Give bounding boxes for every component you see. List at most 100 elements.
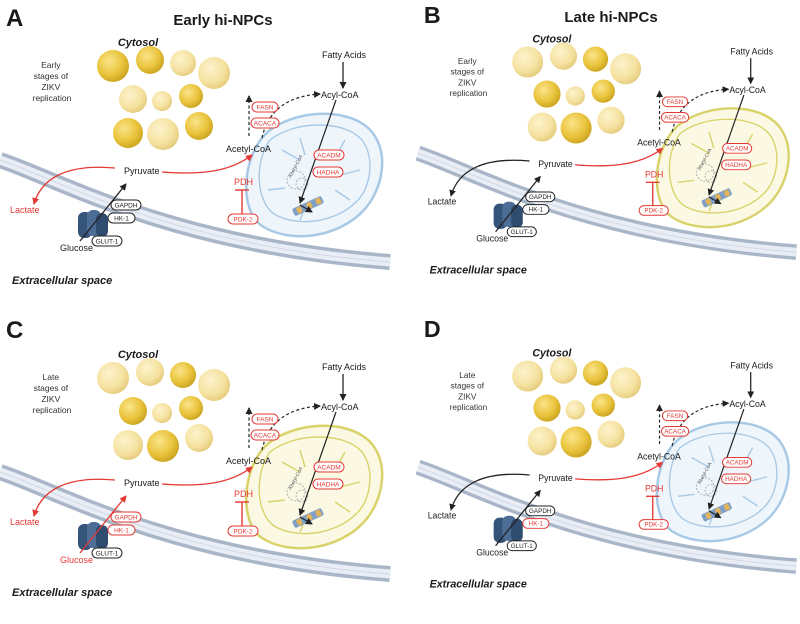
- enzyme-gapdh: GAPDH: [525, 191, 556, 203]
- cytosol-label: Cytosol: [532, 34, 572, 46]
- mito-dna: [696, 477, 718, 497]
- pdk-inhibition: [235, 189, 249, 218]
- enzyme-fasn: FASN: [661, 96, 689, 108]
- enzyme-hadha: HADHA: [721, 473, 752, 485]
- title-early: Early hi-NPCs: [173, 12, 272, 29]
- cell-membrane: [0, 152, 391, 270]
- pathway-panel-a: A Cytosol Early stages of ZIKV replicati…: [0, 5, 391, 287]
- fasn-label: FASN: [257, 104, 274, 111]
- enzyme-hadha: HADHA: [312, 478, 344, 490]
- stage-text: Early stages of ZIKV replication: [450, 57, 488, 98]
- pathway-panel-d: D Cytosol Late stages of ZIKV replicatio…: [415, 316, 797, 590]
- lipid-droplet: [113, 118, 143, 148]
- arrow-acetylcoa-acylcoa: [671, 86, 730, 132]
- enzyme-hk1: HK-1: [107, 524, 136, 536]
- pdk-inhibition: [645, 495, 660, 524]
- acyl-coa-label: Acyl-CoA: [321, 402, 359, 412]
- lipid-droplet: [597, 420, 625, 448]
- enzyme-hk1: HK-1: [522, 204, 550, 215]
- gapdh-label: GAPDH: [529, 194, 552, 201]
- pdk-inhibition: [645, 181, 660, 210]
- stage-line-4: replication: [33, 93, 72, 103]
- lipid-droplet: [170, 50, 196, 76]
- gapdh-label: GAPDH: [529, 508, 552, 515]
- lipid-droplet: [97, 50, 129, 82]
- cytosol-label: Cytosol: [118, 37, 159, 49]
- cell-membrane: [0, 464, 391, 582]
- acadm-label: ACADM: [317, 464, 340, 471]
- fasn-label: FASN: [257, 416, 274, 423]
- glucose-label: Glucose: [60, 555, 93, 565]
- fasn-label: FASN: [667, 413, 684, 420]
- enzyme-acaca: ACACA: [660, 111, 690, 123]
- cell-membrane: [415, 459, 797, 574]
- arrow-glucose-pyruvate: [79, 183, 127, 242]
- arrow-acetylcoa-acylcoa: [671, 400, 730, 446]
- gapdh-label: GAPDH: [114, 514, 137, 521]
- lipid-droplet: [136, 358, 164, 386]
- lipid-droplet: [170, 362, 196, 388]
- enzyme-pdk2: PDK-2: [227, 525, 259, 537]
- lipid-droplets: [512, 356, 642, 458]
- pdh-label: PDH: [234, 489, 253, 499]
- lactate-label: Lactate: [428, 197, 457, 207]
- enzyme-gapdh: GAPDH: [110, 199, 142, 211]
- mito-dna: [696, 163, 718, 183]
- pyruvate-label: Pyruvate: [124, 166, 160, 176]
- arrow-pyruvate-acetylcoa: [161, 154, 253, 174]
- pyruvate-label: Pyruvate: [538, 473, 573, 483]
- title-late: Late hi-NPCs: [564, 9, 657, 26]
- arrow-mito-internal: [708, 196, 722, 205]
- arrow-glucose-pyruvate: [495, 175, 541, 233]
- acaca-label: ACACA: [254, 120, 277, 127]
- lipid-droplet: [147, 430, 179, 462]
- acetyl-coa-label: Acetyl-CoA: [637, 451, 681, 461]
- lipid-droplet: [147, 118, 179, 150]
- enzyme-gapdh: GAPDH: [525, 505, 556, 517]
- enzyme-acaca: ACACA: [250, 117, 280, 129]
- acetyl-coa-label: Acetyl-CoA: [226, 456, 271, 466]
- hadha-label: HADHA: [317, 481, 340, 488]
- pdk2-label: PDK-2: [233, 216, 253, 223]
- fasn-label: FASN: [667, 99, 684, 106]
- enzyme-acadm: ACADM: [313, 149, 345, 161]
- enzyme-hadha: HADHA: [721, 159, 752, 171]
- pyruvate-label: Pyruvate: [538, 159, 573, 169]
- enzyme-acaca: ACACA: [660, 425, 690, 437]
- lipid-droplets: [512, 42, 642, 144]
- stage-text: Late stages of ZIKV replication: [33, 372, 72, 415]
- extracellular-label: Extracellular space: [430, 578, 527, 590]
- stage-line-1: Early: [41, 60, 61, 70]
- acyl-coa-label: Acyl-CoA: [321, 90, 359, 100]
- enzyme-pdk2: PDK-2: [227, 213, 259, 225]
- pathway-panel-b: B Cytosol Early stages of ZIKV replicati…: [415, 2, 797, 276]
- lipid-droplet: [198, 57, 230, 89]
- transporter-glut1: GLUT-1: [91, 547, 123, 559]
- pdk2-label: PDK-2: [644, 208, 663, 215]
- pdk2-label: PDK-2: [644, 522, 663, 529]
- enzyme-acadm: ACADM: [722, 143, 753, 154]
- stage-line-4: replication: [450, 403, 488, 412]
- gapdh-label: GAPDH: [114, 202, 137, 209]
- acadm-label: ACADM: [317, 152, 340, 159]
- lipid-droplet: [582, 46, 609, 72]
- lipid-droplet: [591, 393, 615, 417]
- stage-line-4: replication: [33, 405, 72, 415]
- pdk2-label: PDK-2: [233, 528, 253, 535]
- enzyme-fasn: FASN: [661, 410, 689, 422]
- hk1-label: HK-1: [529, 207, 544, 214]
- extracellular-label: Extracellular space: [12, 275, 112, 287]
- lipid-droplet: [152, 91, 172, 111]
- panel-letter: B: [424, 2, 441, 28]
- acadm-label: ACADM: [726, 460, 749, 467]
- enzyme-hk1: HK-1: [107, 212, 136, 224]
- acyl-coa-label: Acyl-CoA: [729, 85, 766, 95]
- acyl-coa-label: Acyl-CoA: [729, 399, 766, 409]
- glut1-label: GLUT-1: [511, 543, 534, 550]
- cytosol-label: Cytosol: [532, 348, 572, 360]
- transporter-glut1: GLUT-1: [91, 235, 123, 247]
- stage-line-2: stages of: [451, 68, 485, 77]
- fatty-acids-label: Fatty Acids: [322, 362, 367, 372]
- hadha-label: HADHA: [725, 162, 748, 169]
- hk1-label: HK-1: [114, 215, 129, 222]
